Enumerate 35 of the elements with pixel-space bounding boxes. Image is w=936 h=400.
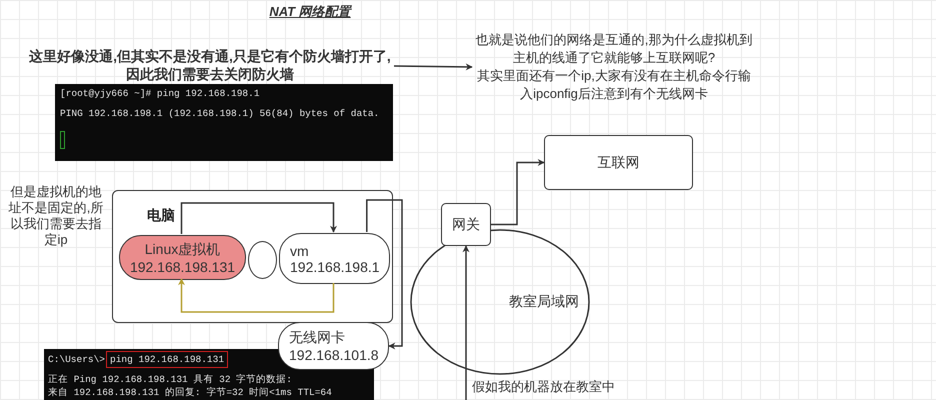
arrow bbox=[394, 63, 473, 70]
note-text: 其实里面还有一个ip,大家有没有在主机命令行输入ipconfig后注意到有个无线网卡 bbox=[476, 67, 752, 103]
rounded-box bbox=[278, 322, 389, 370]
arrow bbox=[180, 202, 337, 234]
terminal-line: [root@yjy666 ~]# ping 192.168.198.1 bbox=[60, 88, 260, 99]
terminal-line: 正在 Ping 192.168.198.131 具有 32 字节的数据: bbox=[48, 373, 292, 386]
arrow bbox=[178, 278, 334, 313]
node-text: 192.168.198.131 bbox=[130, 258, 236, 274]
node-text: 教室局域网 bbox=[509, 293, 579, 311]
arrow bbox=[491, 159, 545, 226]
note-text: 假如我的机器放在教室中 bbox=[472, 378, 616, 396]
terminal-line: 来自 192.168.198.131 的回复: 字节=32 时间<1ms TTL=64 bbox=[48, 386, 332, 399]
rounded-box bbox=[544, 135, 693, 190]
title: NAT 网络配置 bbox=[268, 3, 353, 21]
rounded-box bbox=[119, 235, 246, 280]
note-text: 这里好像没通,但其实不是没有通,只是它有个防火墙打开了,因此我们需要去关闭防火墙 bbox=[28, 48, 392, 84]
circle bbox=[248, 241, 277, 279]
frame-heading: 电脑 bbox=[147, 207, 175, 225]
computer-frame bbox=[112, 190, 393, 323]
note-text: 也就是说他们的网络是互通的,那为什么虚拟机到主机的线通了它就能够上互联网呢? bbox=[474, 31, 754, 67]
terminal-line: C:\Users\> bbox=[48, 354, 106, 365]
node-text: Linux虚拟机 bbox=[144, 240, 220, 258]
node-text: vm bbox=[290, 242, 309, 258]
node-text: 无线网卡 bbox=[289, 329, 345, 347]
node-text: 192.168.198.1 bbox=[290, 258, 380, 274]
terminal-line: PING 192.168.198.1 (192.168.198.1) 56(84) bytes of data. bbox=[60, 108, 380, 119]
node-text: 互联网 bbox=[598, 154, 640, 172]
arrow bbox=[462, 245, 470, 400]
node-text: 网关 bbox=[452, 216, 480, 234]
node-text: 192.168.101.8 bbox=[289, 347, 379, 363]
highlighted-command: ping 192.168.198.131 bbox=[106, 351, 228, 368]
note-text: 但是虚拟机的地址不是固定的,所以我们需要去指定ip bbox=[8, 184, 104, 249]
rounded-box bbox=[441, 203, 491, 246]
rounded-box bbox=[279, 233, 390, 284]
arrow bbox=[366, 199, 403, 350]
